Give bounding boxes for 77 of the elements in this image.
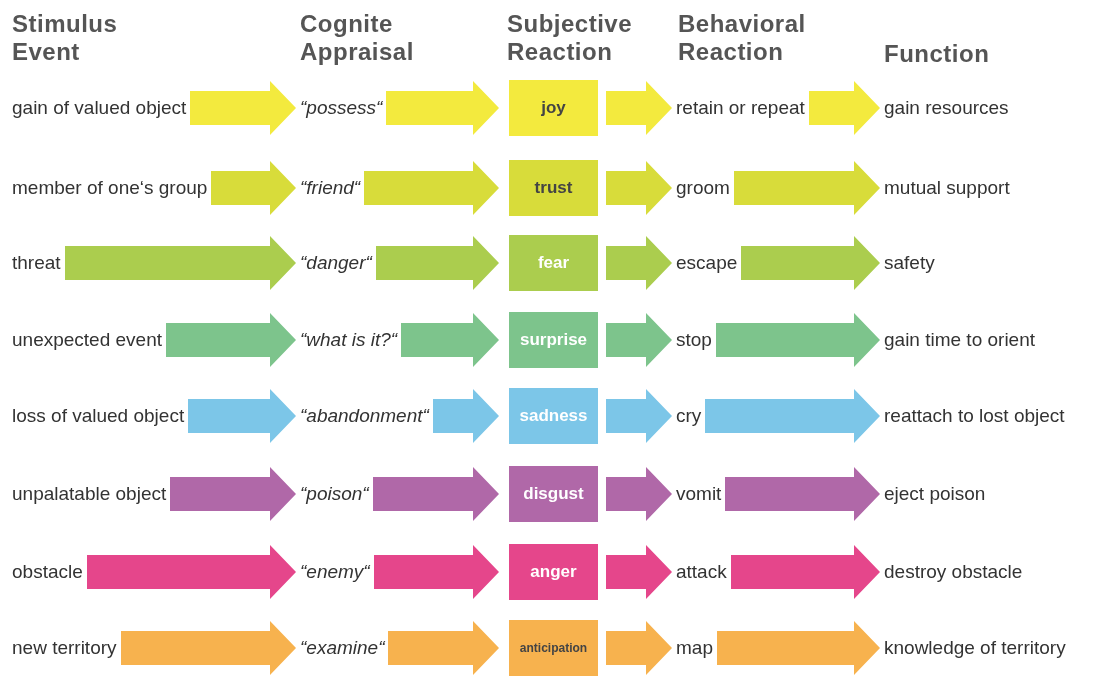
block-arrow xyxy=(121,621,296,675)
emotion-box: surprise xyxy=(509,312,598,368)
node-label: vomit xyxy=(676,481,722,507)
block-arrow xyxy=(606,545,672,599)
block-arrow xyxy=(388,621,499,675)
node-label: new territory xyxy=(12,635,117,661)
block-arrow xyxy=(211,161,296,215)
block-arrow xyxy=(606,313,672,367)
emotion-box: sadness xyxy=(509,388,598,444)
block-arrow xyxy=(606,467,672,521)
appraisal-text: “what is it?“ xyxy=(300,327,398,353)
emotion-box: anticipation xyxy=(509,620,598,676)
block-arrow xyxy=(373,467,499,521)
emotion-box: anger xyxy=(509,544,598,600)
block-arrow xyxy=(166,313,296,367)
node-label: gain of valued object xyxy=(12,95,187,121)
node-label: destroy obstacle xyxy=(884,559,1023,585)
block-arrow xyxy=(606,236,672,290)
appraisal-text: “poison“ xyxy=(300,481,369,507)
node-label: unexpected event xyxy=(12,327,162,353)
appraisal-text: “abandonment“ xyxy=(300,403,429,429)
node-label: obstacle xyxy=(12,559,83,585)
column-heading: Stimulus Event xyxy=(12,10,119,66)
block-arrow xyxy=(190,81,296,135)
block-arrow xyxy=(725,467,880,521)
block-arrow xyxy=(376,236,499,290)
column-heading: Behavioral Reaction xyxy=(678,10,807,66)
block-arrow xyxy=(606,621,672,675)
emotion-box: disgust xyxy=(509,466,598,522)
node-label: eject poison xyxy=(884,481,986,507)
block-arrow xyxy=(87,545,296,599)
node-label: loss of valued object xyxy=(12,403,185,429)
block-arrow xyxy=(717,621,880,675)
block-arrow xyxy=(433,389,499,443)
node-label: member of one‘s group xyxy=(12,175,208,201)
node-label: reattach to lost object xyxy=(884,403,1065,429)
emotion-box: joy xyxy=(509,80,598,136)
appraisal-text: “friend“ xyxy=(300,175,361,201)
node-label: gain time to orient xyxy=(884,327,1036,353)
appraisal-text: “examine“ xyxy=(300,635,385,661)
block-arrow xyxy=(374,545,499,599)
block-arrow xyxy=(741,236,880,290)
emotion-box: fear xyxy=(509,235,598,291)
block-arrow xyxy=(809,81,880,135)
column-heading: Function xyxy=(884,40,991,68)
node-label: mutual support xyxy=(884,175,1010,201)
block-arrow xyxy=(65,236,296,290)
node-label: safety xyxy=(884,250,935,276)
node-label: stop xyxy=(676,327,712,353)
node-label: knowledge of territory xyxy=(884,635,1066,661)
block-arrow xyxy=(386,81,499,135)
block-arrow xyxy=(734,161,880,215)
block-arrow xyxy=(170,467,296,521)
appraisal-text: “danger“ xyxy=(300,250,372,276)
block-arrow xyxy=(364,161,499,215)
appraisal-text: “enemy“ xyxy=(300,559,370,585)
emotion-box: trust xyxy=(509,160,598,216)
appraisal-text: “possess“ xyxy=(300,95,383,121)
node-label: gain resources xyxy=(884,95,1009,121)
block-arrow xyxy=(716,313,880,367)
column-heading: Subjective Reaction xyxy=(507,10,634,66)
node-label: groom xyxy=(676,175,730,201)
block-arrow xyxy=(606,81,672,135)
node-label: escape xyxy=(676,250,738,276)
block-arrow xyxy=(731,545,880,599)
node-label: retain or repeat xyxy=(676,95,805,121)
column-heading: Cognite Appraisal xyxy=(300,10,415,66)
block-arrow xyxy=(188,389,296,443)
node-label: cry xyxy=(676,403,702,429)
node-label: map xyxy=(676,635,713,661)
block-arrow xyxy=(606,161,672,215)
node-label: attack xyxy=(676,559,727,585)
node-label: threat xyxy=(12,250,61,276)
block-arrow xyxy=(705,389,880,443)
block-arrow xyxy=(401,313,499,367)
node-label: unpalatable object xyxy=(12,481,167,507)
block-arrow xyxy=(606,389,672,443)
